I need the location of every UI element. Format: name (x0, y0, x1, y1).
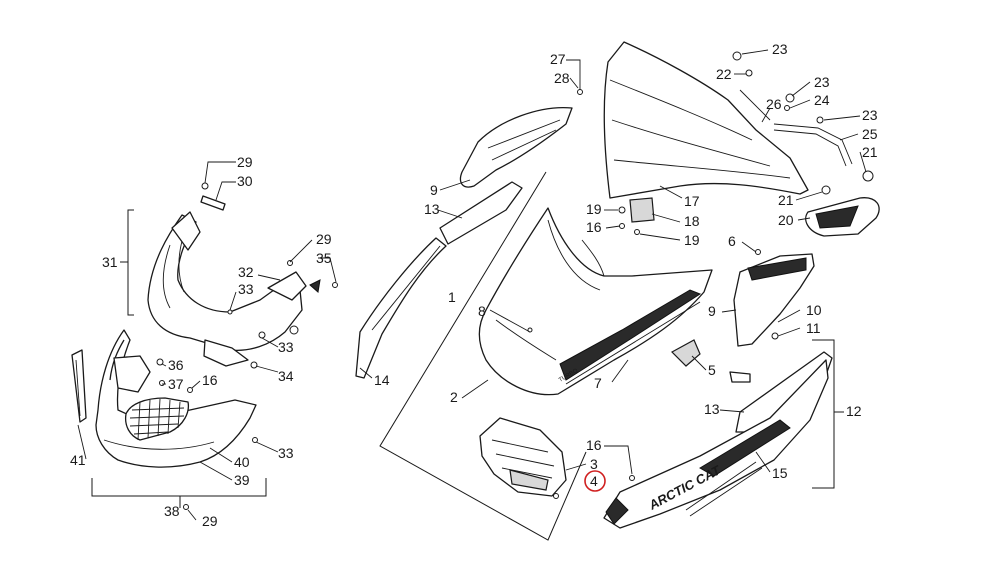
callout-c12: 16 (202, 372, 218, 388)
callout-c48: 12 (846, 403, 862, 419)
callout-c13: 41 (70, 452, 86, 468)
callout-c11: 37 (168, 376, 184, 392)
part-36-panel-fastener-area (113, 355, 151, 393)
center-right-fasteners (527, 51, 874, 499)
callout-c52: 3 (590, 456, 598, 472)
part-14-left-lower-rail (355, 237, 447, 379)
callout-c1: 29 (237, 154, 253, 170)
leader-lines (77, 49, 867, 521)
callout-c30: 23 (814, 74, 830, 90)
callout-c4: 32 (238, 264, 254, 280)
grille-mesh (129, 398, 185, 441)
callout-c10: 36 (168, 357, 184, 373)
callout-c38: 17 (684, 193, 700, 209)
callout-c17: 38 (164, 503, 180, 519)
callout-c45: 10 (806, 302, 822, 318)
callout-c53: 4 (590, 473, 598, 489)
part-9-right-side-vent (733, 253, 815, 347)
callout-c19: 9 (430, 182, 438, 198)
bracket-12 (812, 339, 844, 489)
callout-c18: 29 (202, 513, 218, 529)
part-30-mount-strip (200, 195, 226, 211)
callout-c46: 11 (806, 320, 821, 336)
callout-c7: 33 (238, 281, 254, 297)
callout-c34: 25 (862, 126, 878, 142)
part-2-main-hood (478, 207, 713, 396)
callout-c39: 19 (586, 201, 602, 217)
callout-c50: 15 (772, 465, 788, 481)
callout-c41: 16 (586, 219, 602, 235)
part-12-lower-side-panel: ARCTIC CAT (603, 359, 829, 529)
callout-c44: 9 (708, 303, 716, 319)
callout-c2: 30 (237, 173, 253, 189)
callout-c47: 5 (708, 362, 716, 378)
callout-c15: 39 (234, 472, 250, 488)
part-9-upper-side-vent (459, 106, 573, 188)
callout-c22: 14 (374, 372, 390, 388)
part-3-headlight-assembly (479, 417, 567, 497)
callout-c3: 31 (102, 254, 118, 270)
highlight-ring (584, 470, 606, 492)
callout-c27: 28 (554, 70, 570, 86)
callout-c16: 33 (278, 445, 294, 461)
callout-c25: 7 (594, 375, 602, 391)
callout-c37: 20 (778, 212, 794, 228)
callout-c9: 34 (278, 368, 294, 384)
callout-c29: 22 (716, 66, 732, 82)
callout-c43: 6 (728, 233, 736, 249)
callout-c14: 40 (234, 454, 250, 470)
callout-c32: 26 (766, 96, 782, 112)
part-5-latch (671, 339, 751, 383)
bracket-38 (91, 478, 267, 508)
callout-c5: 29 (316, 231, 332, 247)
part-17-windshield (603, 41, 809, 199)
callout-c23: 8 (478, 303, 486, 319)
callout-c21: 1 (448, 289, 456, 305)
callout-labels: 29 30 31 32 29 35 33 33 34 36 37 16 41 4… (70, 41, 878, 529)
callout-c49: 13 (704, 401, 720, 417)
bracket-31 (120, 209, 134, 316)
part-15-panel-trim (685, 461, 763, 517)
callout-c33: 23 (862, 107, 878, 123)
callout-c36: 21 (778, 192, 794, 208)
callout-c24: 2 (450, 389, 458, 405)
callout-c28: 23 (772, 41, 788, 57)
part-20-mirror (805, 197, 880, 237)
part-41-side-panel (71, 349, 87, 423)
callout-c20: 13 (424, 201, 440, 217)
part-40-intake-grille (124, 397, 190, 441)
callout-c8: 33 (278, 339, 294, 355)
callout-c42: 19 (684, 232, 700, 248)
callout-c31: 24 (814, 92, 830, 108)
callout-c26: 27 (550, 51, 566, 67)
callout-c35: 21 (862, 144, 878, 160)
callout-c40: 18 (684, 213, 700, 229)
part-26-mirror-rod (773, 123, 853, 167)
callout-c6: 35 (316, 250, 332, 266)
bracket-1 (379, 171, 587, 541)
callout-c51: 16 (586, 437, 602, 453)
part-7-hood-decal: TURBO (558, 289, 702, 385)
part-13-left-side-panel (439, 181, 523, 245)
